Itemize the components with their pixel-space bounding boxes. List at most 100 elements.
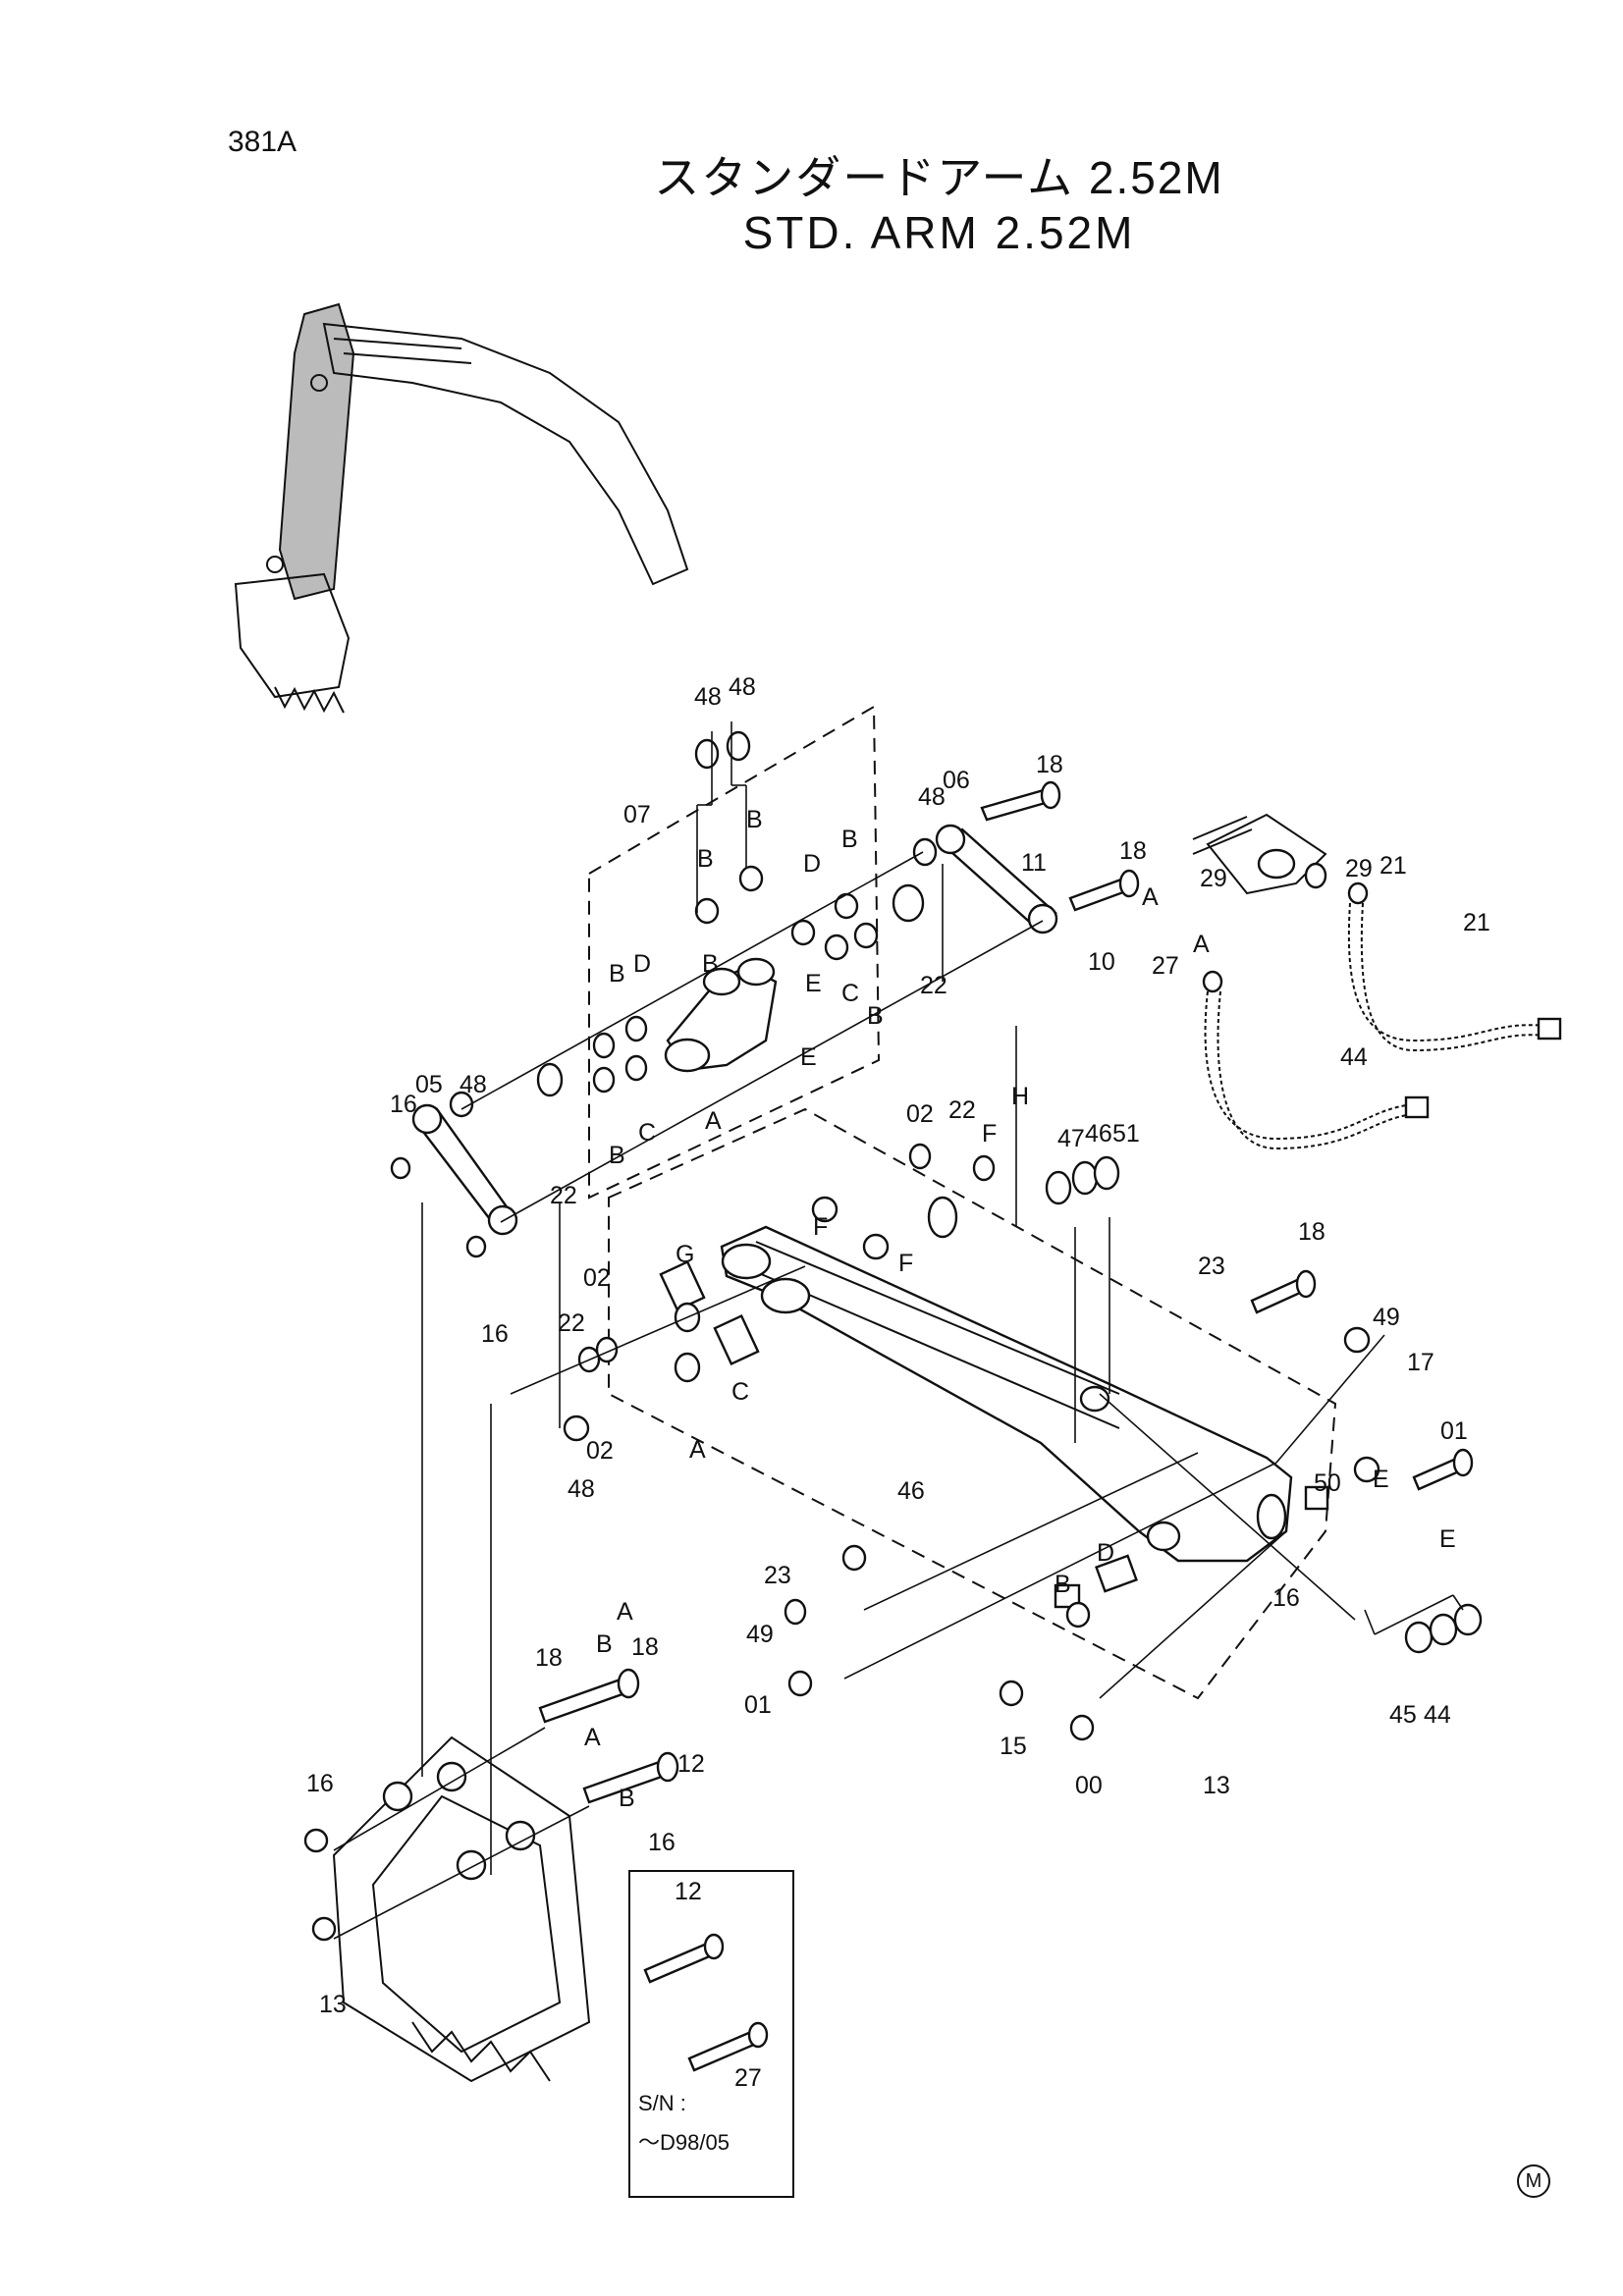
callout-52: 50	[1314, 1469, 1341, 1497]
callout-15: E	[805, 970, 822, 997]
callout-65: 18	[631, 1633, 659, 1661]
callout-10: C	[841, 980, 859, 1007]
callout-69: 12	[677, 1750, 705, 1778]
callout-79: 29	[1345, 855, 1373, 882]
overview-arm-sketch	[234, 302, 689, 714]
callout-22: 48	[918, 783, 946, 811]
callout-84: 44	[1424, 1701, 1451, 1729]
callout-8: D	[633, 950, 651, 978]
callout-36: 02	[906, 1100, 934, 1128]
callout-44: 46	[1085, 1120, 1112, 1148]
title-japanese: スタンダードアーム 2.52M	[654, 152, 1224, 203]
callout-78: A	[1193, 931, 1210, 958]
callout-75: A	[1142, 883, 1159, 911]
callout-13: C	[638, 1119, 656, 1147]
page-code: 381A	[228, 126, 298, 158]
callout-6: B	[841, 826, 858, 853]
callout-9: E	[800, 1043, 817, 1071]
callout-0: 48	[694, 683, 722, 711]
callout-3: B	[697, 845, 714, 873]
callout-29: 02	[583, 1264, 611, 1292]
callout-51: E	[1373, 1466, 1389, 1493]
callout-58: 49	[746, 1621, 774, 1648]
inset-box-serial-variant	[628, 1870, 794, 2198]
callout-19: 11	[1021, 849, 1047, 877]
callout-5: D	[803, 850, 821, 878]
callout-38: F	[982, 1120, 997, 1148]
callout-2: 07	[623, 801, 651, 828]
callout-72: 13	[319, 1991, 347, 2018]
callout-54: B	[1055, 1571, 1071, 1598]
inset-pins	[643, 1933, 769, 2072]
callout-74: 27	[734, 2064, 762, 2092]
callout-42: 46	[897, 1477, 925, 1505]
hoses	[1192, 813, 1562, 1150]
title-english: STD. ARM 2.52M	[742, 207, 1136, 258]
group-box-00	[608, 1107, 1337, 1700]
callout-80: 21	[1380, 852, 1407, 880]
callout-41: C	[731, 1378, 749, 1406]
callout-81: 21	[1463, 909, 1490, 936]
callout-17: 06	[943, 767, 970, 794]
callout-32: 48	[568, 1475, 595, 1503]
callout-20: 18	[1119, 837, 1147, 865]
group-box-07	[588, 705, 881, 1200]
callout-34: G	[676, 1241, 694, 1268]
callout-1: 48	[729, 673, 756, 701]
callout-24: 05	[415, 1071, 443, 1098]
small-parts	[390, 730, 1483, 1741]
callout-7: B	[702, 950, 719, 978]
callout-61: 00	[1075, 1772, 1103, 1799]
callout-68: B	[619, 1785, 635, 1812]
callout-21: 10	[1088, 948, 1115, 976]
callout-59: 01	[744, 1691, 772, 1719]
callout-67: A	[584, 1724, 601, 1751]
callout-49: 17	[1407, 1349, 1434, 1376]
callout-47: 23	[1198, 1253, 1225, 1280]
callout-66: 18	[535, 1644, 563, 1672]
callout-60: 15	[1000, 1733, 1027, 1760]
callout-26: 48	[460, 1071, 487, 1098]
callout-12: B	[609, 1142, 625, 1169]
callout-11: B	[867, 1002, 884, 1030]
serial-number-label: S/N :	[638, 2091, 686, 2115]
pins	[538, 780, 1474, 1804]
link-05	[411, 1103, 518, 1236]
callout-33: F	[813, 1213, 828, 1241]
callout-55: D	[1097, 1539, 1114, 1567]
callout-57: 23	[764, 1562, 791, 1589]
callout-71: 16	[306, 1770, 334, 1797]
callout-43: 47	[1057, 1125, 1085, 1152]
bucket	[303, 1735, 591, 2083]
callout-50: 01	[1440, 1417, 1468, 1445]
callout-70: 16	[648, 1829, 676, 1856]
callout-82: 44	[1340, 1043, 1368, 1071]
callout-4: B	[746, 806, 763, 833]
callout-46: 18	[1298, 1218, 1325, 1246]
callout-25: 16	[390, 1091, 417, 1118]
callout-77: 27	[1152, 952, 1179, 980]
callout-23: 22	[920, 972, 947, 999]
callout-16: B	[609, 960, 625, 988]
callout-64: B	[596, 1630, 613, 1658]
callout-73: 12	[675, 1878, 702, 1905]
callout-39: H	[1011, 1083, 1029, 1110]
callout-30: 22	[558, 1309, 585, 1337]
callout-56: 16	[1272, 1584, 1300, 1612]
callout-83: 45	[1389, 1701, 1417, 1729]
callout-37: 22	[948, 1096, 976, 1124]
link-06	[935, 824, 1058, 934]
callout-76: 29	[1200, 865, 1227, 892]
callout-63: A	[617, 1598, 633, 1626]
callout-45: 51	[1112, 1120, 1140, 1148]
bracket-A	[664, 957, 778, 1073]
arm-body	[720, 1225, 1356, 1621]
callout-28: 16	[481, 1320, 509, 1348]
serial-number-value: ～D98/05	[638, 2130, 730, 2155]
callout-48: 49	[1373, 1304, 1400, 1331]
leader-lines	[333, 721, 1464, 1940]
callout-27: 22	[550, 1182, 577, 1209]
callout-18: 18	[1036, 751, 1063, 778]
manufacturer-mark: M	[1517, 2164, 1550, 2198]
